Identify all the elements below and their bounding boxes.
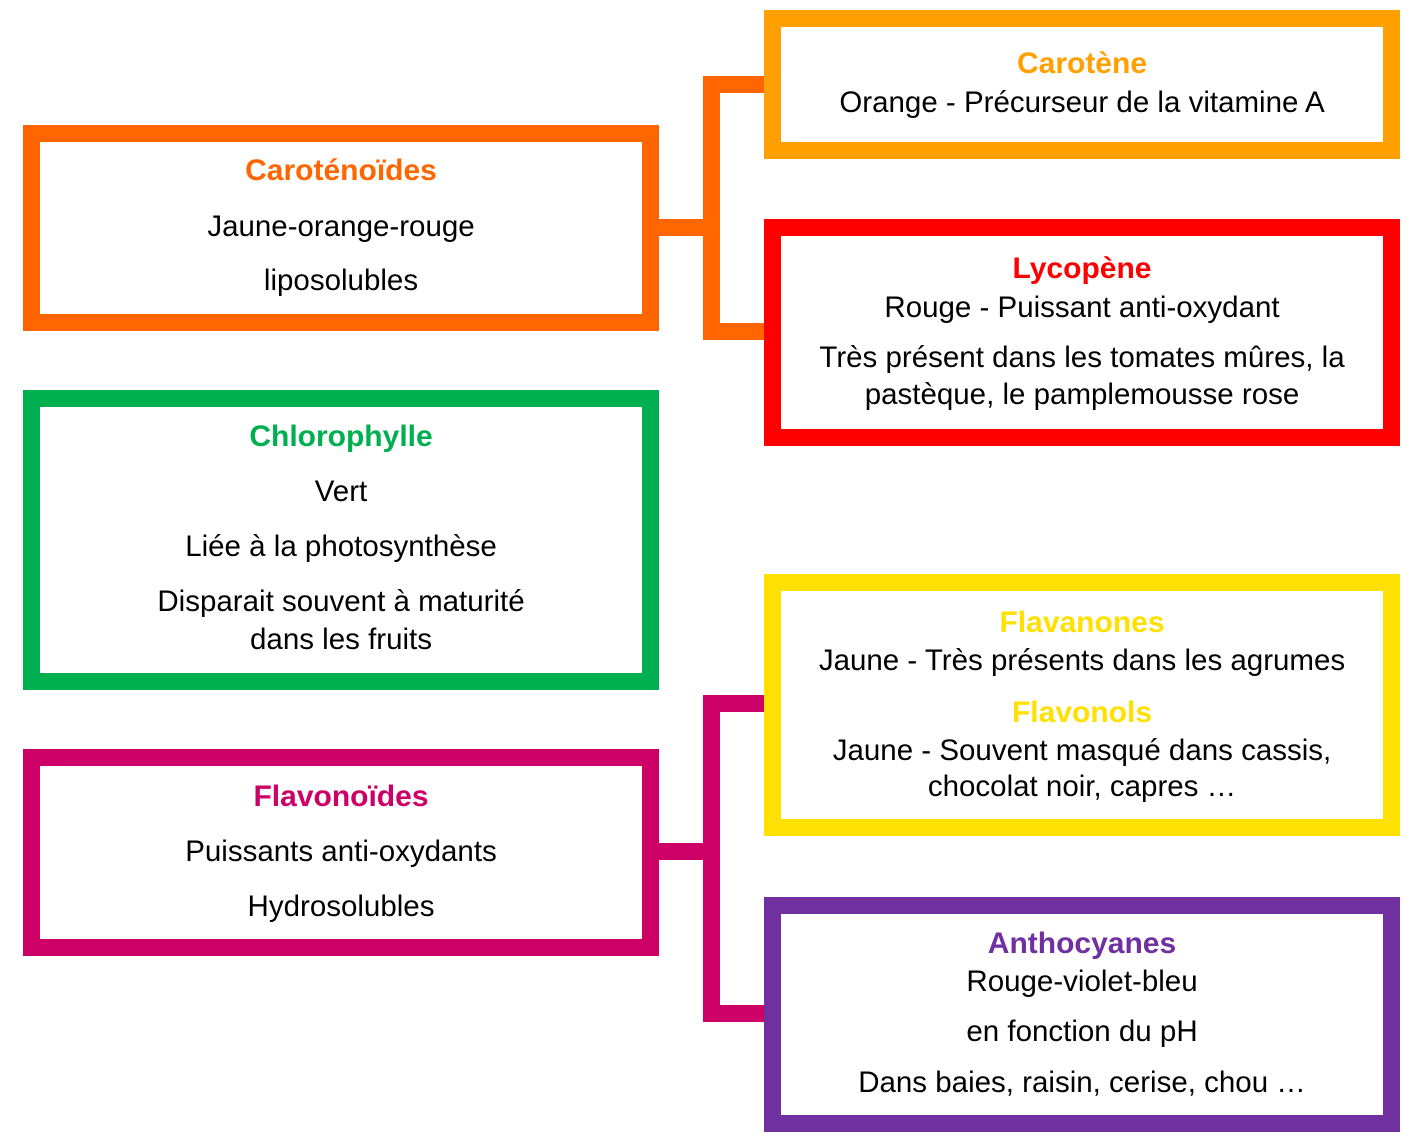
chlorophylle-line: Vert xyxy=(314,475,368,508)
carotenoides-title: Caroténoïdes xyxy=(245,154,437,187)
carotene-line: Orange - Précurseur de la vitamine A xyxy=(839,86,1325,119)
chlorophylle-line: Disparait souvent à maturité xyxy=(157,585,525,618)
flavonoides-line: Puissants anti-oxydants xyxy=(185,835,497,868)
connector-to-flavanones-flavonols xyxy=(703,695,764,712)
lycopene-line: Rouge - Puissant anti-oxydant xyxy=(884,291,1280,324)
connector-carotenoides-vertical xyxy=(703,76,720,340)
flavonols-line: Jaune - Souvent masqué dans cassis, xyxy=(832,734,1332,767)
flavonols-title: Flavonols xyxy=(1011,696,1153,729)
connector-to-lycopene xyxy=(703,323,764,340)
box-chlorophylle: Chlorophylle Vert Liée à la photosynthès… xyxy=(23,390,659,690)
lycopene-line: Très présent dans les tomates mûres, la xyxy=(819,341,1345,374)
flavonoides-line: Hydrosolubles xyxy=(247,890,435,923)
flavanones-title: Flavanones xyxy=(999,606,1165,639)
box-flavanones-flavonols: Flavanones Jaune - Très présents dans le… xyxy=(764,574,1400,836)
anthocyanes-line: Dans baies, raisin, cerise, chou … xyxy=(858,1066,1306,1099)
box-flavonoides: Flavonoïdes Puissants anti-oxydants Hydr… xyxy=(23,749,659,956)
flavonoides-title: Flavonoïdes xyxy=(253,780,429,813)
box-lycopene: Lycopène Rouge - Puissant anti-oxydant T… xyxy=(764,219,1400,446)
carotene-title: Carotène xyxy=(1016,47,1148,80)
box-carotenoides: Caroténoïdes Jaune-orange-rouge liposolu… xyxy=(23,125,659,331)
anthocyanes-line: en fonction du pH xyxy=(966,1015,1198,1048)
flavonols-line: chocolat noir, capres … xyxy=(927,770,1237,803)
anthocyanes-title: Anthocyanes xyxy=(987,927,1177,960)
chlorophylle-line: dans les fruits xyxy=(250,623,432,656)
carotenoides-line: liposolubles xyxy=(263,264,419,297)
chlorophylle-title: Chlorophylle xyxy=(249,420,433,453)
lycopene-line: pastèque, le pamplemousse rose xyxy=(864,378,1300,411)
box-anthocyanes: Anthocyanes Rouge-violet-bleu en fonctio… xyxy=(764,897,1400,1132)
connector-flavonoides-vertical xyxy=(703,695,720,1022)
box-carotene: Carotène Orange - Précurseur de la vitam… xyxy=(764,10,1400,159)
anthocyanes-line: Rouge-violet-bleu xyxy=(966,965,1198,998)
connector-to-anthocyanes xyxy=(703,1005,764,1022)
connector-to-carotene xyxy=(703,76,764,93)
chlorophylle-line: Liée à la photosynthèse xyxy=(185,530,497,563)
carotenoides-line: Jaune-orange-rouge xyxy=(207,210,475,243)
flavanones-line: Jaune - Très présents dans les agrumes xyxy=(818,644,1346,677)
lycopene-title: Lycopène xyxy=(1012,252,1152,285)
